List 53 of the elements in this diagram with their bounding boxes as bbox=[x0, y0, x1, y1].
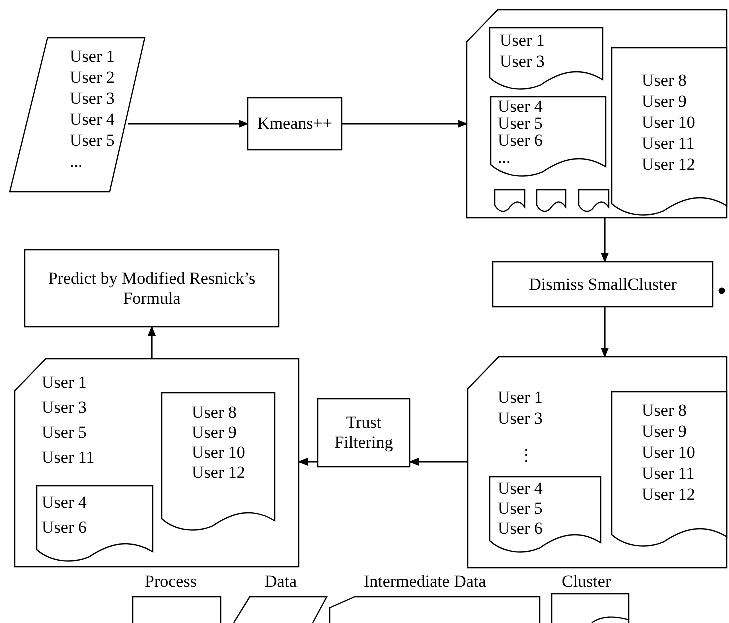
user-entry: User 3 bbox=[498, 408, 543, 429]
user-entry: User 3 bbox=[70, 88, 115, 109]
user-entry: ⋮ bbox=[517, 445, 536, 466]
user-entry: User 11 bbox=[642, 133, 696, 154]
user-entry: User 4 bbox=[70, 109, 115, 130]
user-entry: User 3 bbox=[42, 397, 88, 419]
legend-label: Process bbox=[145, 572, 197, 592]
arrow bbox=[601, 218, 609, 263]
user-entry: User 6 bbox=[498, 519, 543, 539]
process-label: Dismiss SmallCluster bbox=[529, 274, 677, 294]
user-entry: User 6 bbox=[498, 132, 543, 149]
user-entry: User 1 bbox=[498, 387, 543, 408]
user-entry: User 1 bbox=[500, 30, 545, 51]
user-entry: User 10 bbox=[642, 442, 696, 463]
user-entry: User 2 bbox=[70, 67, 115, 88]
arrow bbox=[409, 458, 468, 466]
user-entry: User 10 bbox=[642, 112, 696, 133]
user-entry: User 11 bbox=[42, 447, 95, 469]
user-entry: ... bbox=[70, 151, 84, 172]
user-entry: User 8 bbox=[642, 400, 688, 421]
user-entry: User 8 bbox=[192, 403, 238, 423]
user-entry: User 4 bbox=[498, 479, 543, 499]
user-entry: User 8 bbox=[642, 70, 688, 91]
legend-label: Data bbox=[265, 572, 298, 592]
arrow bbox=[298, 458, 318, 466]
legend-label: Intermediate Data bbox=[364, 572, 486, 592]
user-entry: User 1 bbox=[42, 372, 88, 394]
user-entry: User 5 bbox=[498, 499, 543, 519]
arrow bbox=[148, 326, 156, 359]
user-entry: User 5 bbox=[70, 130, 115, 151]
process-label: Kmeans++ bbox=[258, 114, 332, 134]
user-entry: User 12 bbox=[642, 154, 696, 175]
user-entry: User 11 bbox=[642, 463, 696, 484]
user-entry: User 5 bbox=[498, 115, 543, 132]
user-entry: User 4 bbox=[498, 98, 543, 115]
arrow bbox=[601, 307, 609, 358]
user-entry: ... bbox=[498, 149, 512, 166]
user-entry: User 12 bbox=[642, 484, 696, 505]
process-label: Predict by Modified Resnick’s Formula bbox=[47, 268, 257, 308]
process-label: Trust Filtering bbox=[334, 413, 394, 453]
arrow bbox=[342, 120, 468, 128]
user-entry: User 10 bbox=[192, 443, 246, 463]
user-entry: User 5 bbox=[42, 422, 88, 444]
user-entry: User 9 bbox=[642, 91, 688, 112]
user-entry: User 6 bbox=[42, 517, 87, 539]
user-entry: User 1 bbox=[70, 46, 115, 67]
user-entry: User 12 bbox=[192, 463, 246, 483]
arrow bbox=[128, 120, 249, 128]
user-entry: User 4 bbox=[42, 492, 87, 514]
user-entry: User 9 bbox=[642, 421, 688, 442]
user-entry: User 9 bbox=[192, 423, 238, 443]
legend-label: Cluster bbox=[562, 572, 612, 592]
user-entry: User 3 bbox=[500, 51, 545, 72]
